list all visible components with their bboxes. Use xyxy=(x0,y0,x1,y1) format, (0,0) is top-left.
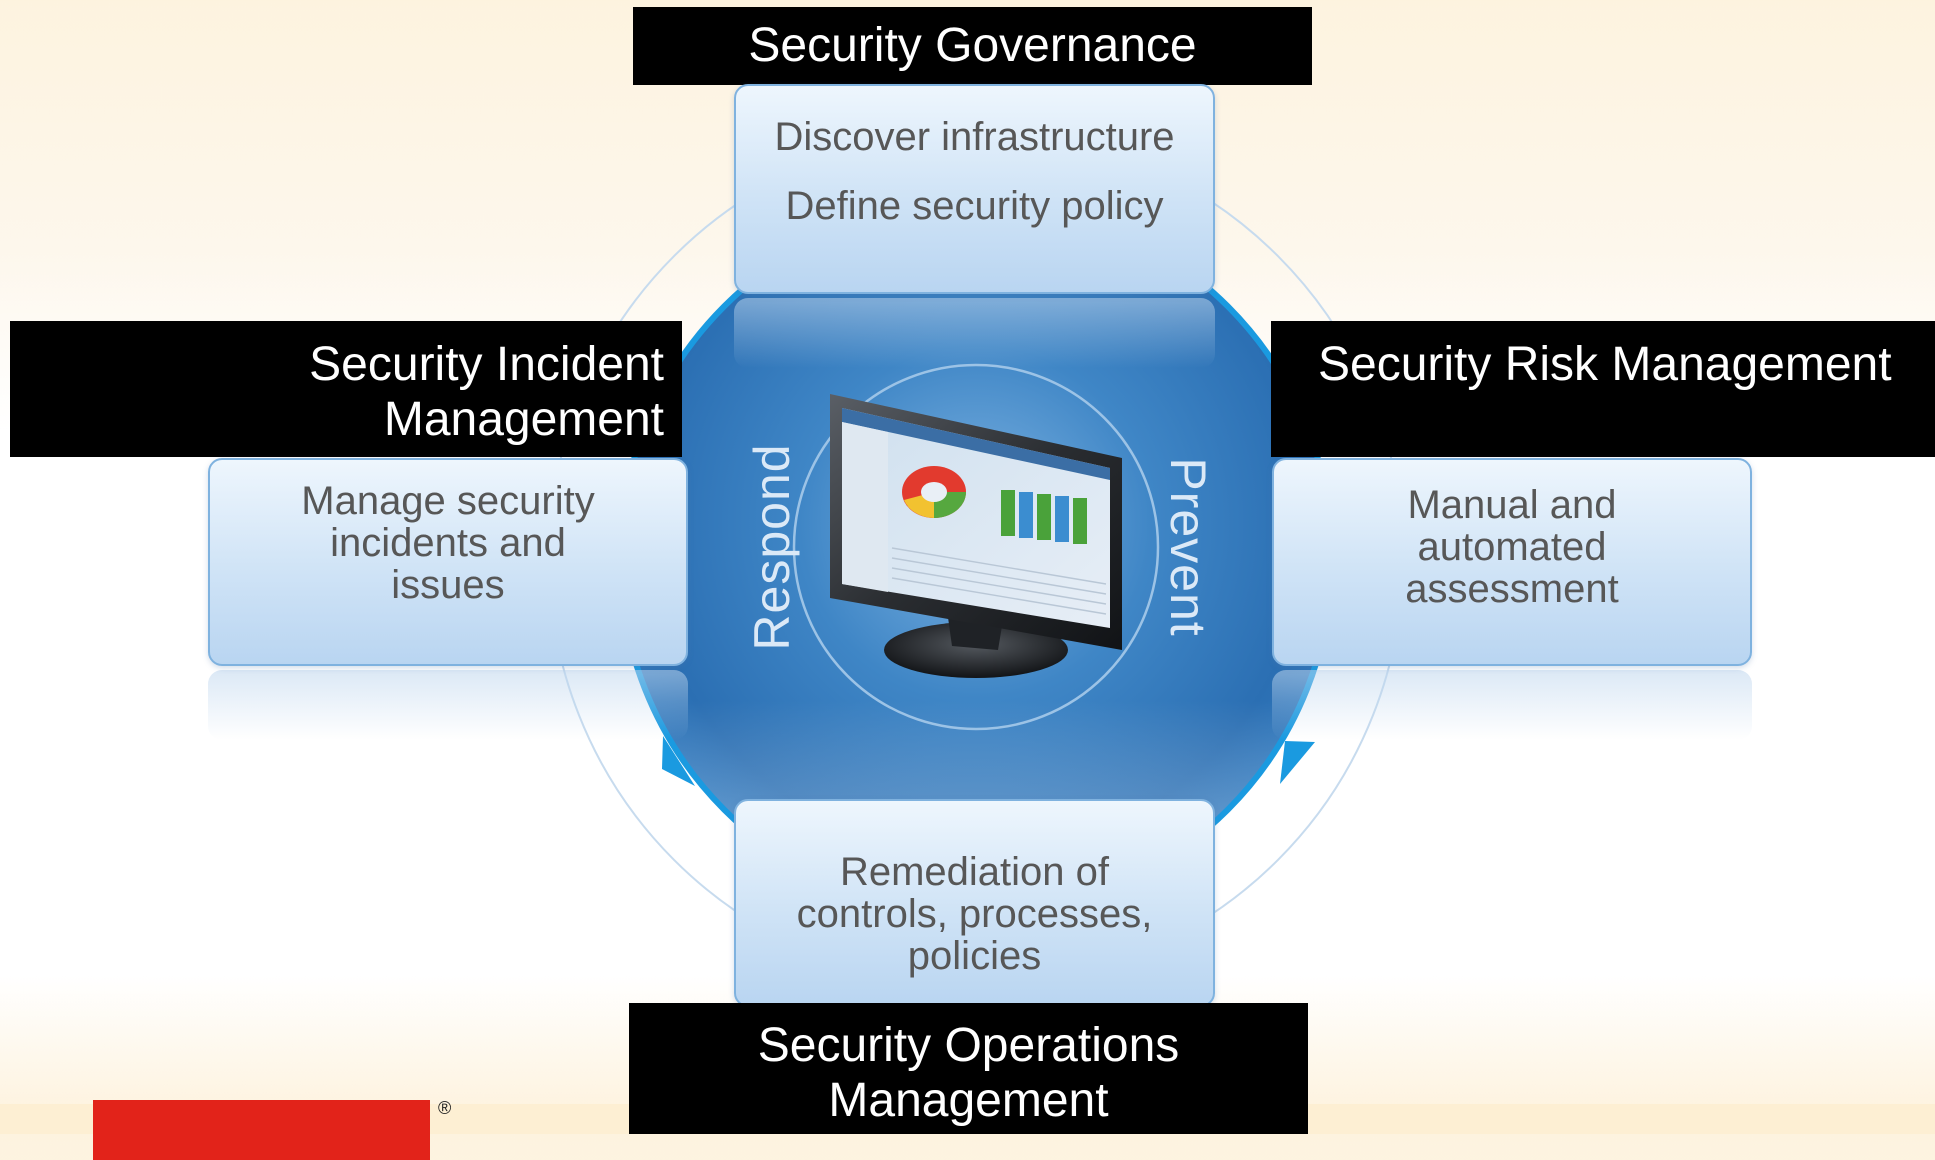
security-operations-management-header: Security Operations Management xyxy=(629,1003,1308,1134)
risk-management-title: Security Risk Management xyxy=(1318,338,1892,391)
incident-header-line-2: Management xyxy=(383,393,664,446)
incident-line-1: Manage security xyxy=(301,479,595,523)
brand-logo xyxy=(93,1100,430,1160)
operations-line-3: policies xyxy=(907,934,1042,978)
operations-line-2: controls, processes, xyxy=(796,892,1153,936)
respond-label: Respond xyxy=(744,443,800,651)
security-risk-card: Manual and automated assessment xyxy=(1272,458,1752,666)
risk-line-3: assessment xyxy=(1405,567,1619,611)
card-reflection-top xyxy=(734,298,1215,368)
security-incident-management-header: Security Incident Management xyxy=(10,321,682,457)
security-risk-management-header: Security Risk Management xyxy=(1271,321,1935,457)
security-incident-card: Manage security incidents and issues xyxy=(208,458,688,666)
governance-line-1: Discover infrastructure xyxy=(774,115,1175,159)
card-reflection-left xyxy=(208,670,688,740)
risk-line-1: Manual and xyxy=(1407,483,1617,527)
arrow-head-left xyxy=(662,736,695,786)
security-governance-header: Security Governance xyxy=(633,7,1312,85)
registered-mark: ® xyxy=(438,1098,452,1118)
arrow-head-right xyxy=(1280,741,1315,784)
incident-header-line-1: Security Incident xyxy=(309,338,664,391)
incident-line-3: issues xyxy=(391,563,505,607)
operations-header-line-1: Security Operations xyxy=(757,1019,1180,1072)
operations-line-1: Remediation of xyxy=(839,850,1110,894)
risk-line-2: automated xyxy=(1417,525,1607,569)
security-governance-card: Discover infrastructure Define security … xyxy=(734,84,1215,294)
security-governance-title: Security Governance xyxy=(748,19,1197,72)
prevent-label: Prevent xyxy=(1160,457,1216,637)
security-operations-card: Remediation of controls, processes, poli… xyxy=(734,799,1215,1007)
bar-chart-graphic xyxy=(1001,490,1087,544)
governance-line-2: Define security policy xyxy=(785,184,1164,228)
donut-chart-graphic xyxy=(902,466,966,518)
monitor-icon xyxy=(830,394,1122,678)
incident-line-2: incidents and xyxy=(330,521,566,565)
card-reflection-right xyxy=(1272,670,1752,740)
operations-header-line-2: Management xyxy=(828,1074,1109,1127)
